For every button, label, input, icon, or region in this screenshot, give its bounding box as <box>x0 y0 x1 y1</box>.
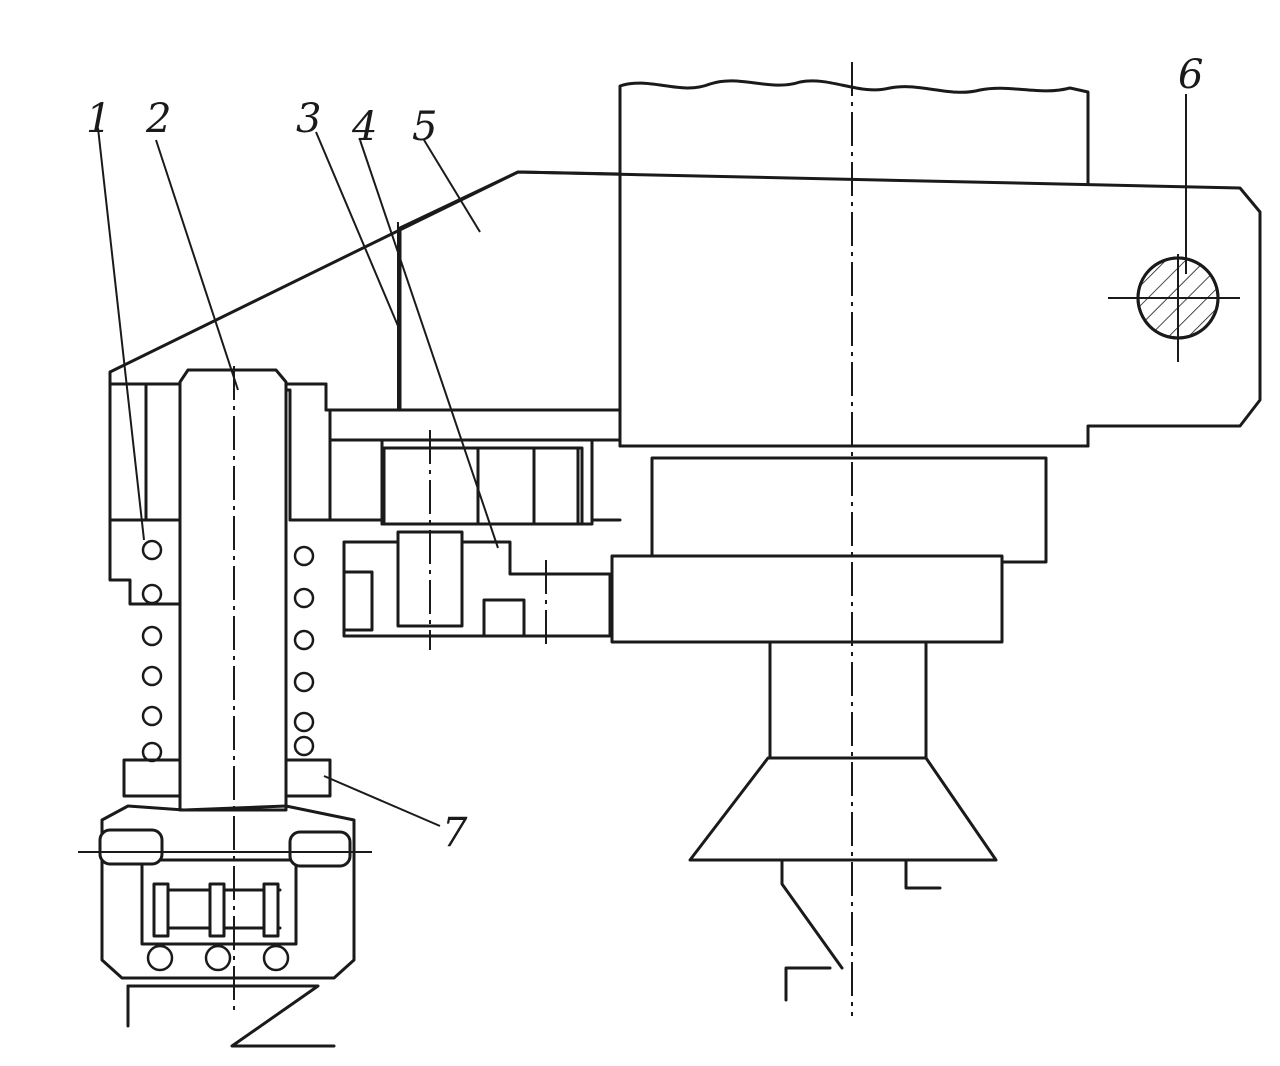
label-part-3: 3 <box>296 96 321 142</box>
leader-lines <box>97 94 1187 827</box>
upper-housing <box>618 79 1090 448</box>
compression-spring <box>141 539 315 763</box>
right-bearing-stack <box>610 456 1048 1002</box>
label-part-5: 5 <box>412 104 437 150</box>
label-part-1: 1 <box>86 96 111 142</box>
label-part-6: 6 <box>1178 52 1203 98</box>
roller-head <box>78 804 372 1048</box>
label-part-7: 7 <box>442 810 468 856</box>
ratchet-assembly <box>342 430 612 650</box>
part-labels: 1 2 3 4 5 6 7 <box>86 52 1203 856</box>
label-part-2: 2 <box>145 96 171 142</box>
label-part-4: 4 <box>351 104 377 150</box>
pivot-pin <box>1108 254 1240 362</box>
